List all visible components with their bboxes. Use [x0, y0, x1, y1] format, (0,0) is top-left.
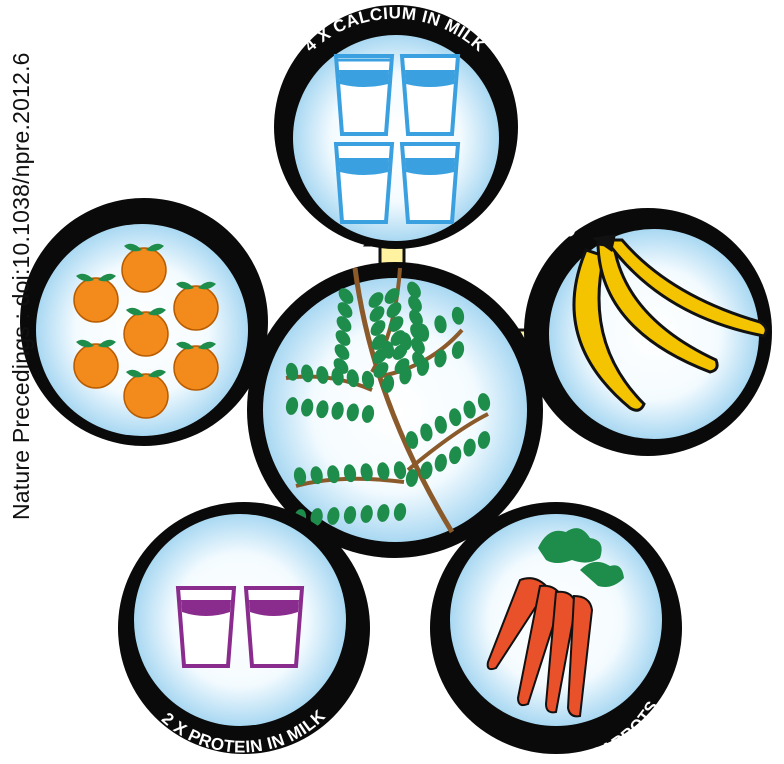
milk-glass-icon: [246, 588, 302, 666]
milk-glass-icon: [336, 56, 392, 134]
milk-glass-icon: [402, 144, 458, 222]
panel-vitamin-a: 4 X VITAMIN A IN CARROTS: [430, 502, 682, 764]
panel-potassium: 3 X POTASSIUM IN BANANAS: [524, 185, 784, 456]
panel-vitamin-c: 7 X VITAMIN C IN ORANGES: [20, 166, 268, 446]
milk-glass-icon: [336, 144, 392, 222]
doi-watermark: Nature Precedings : doi:10.1038/npre.201…: [8, 52, 35, 520]
panel-calcium: 4 X CALCIUM IN MILK: [274, 4, 518, 249]
panel-protein: 2 X PROTEIN IN MILK: [118, 502, 370, 757]
milk-glass-icon: [178, 588, 234, 666]
milk-glass-icon: [402, 56, 458, 134]
